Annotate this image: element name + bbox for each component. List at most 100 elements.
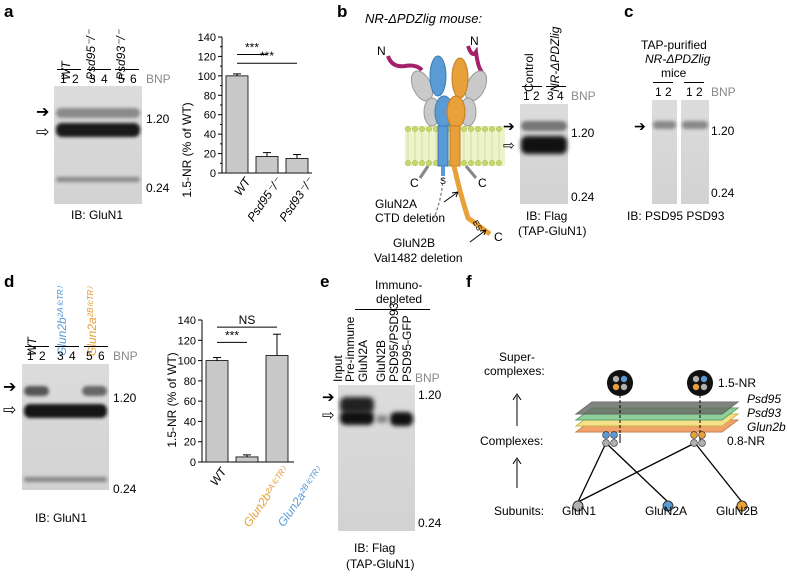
lane-group-underline bbox=[115, 69, 139, 70]
annotation-glun2b-val: Val1482 deletion bbox=[374, 251, 463, 265]
y-tick-label: 20 bbox=[204, 149, 216, 161]
lipid-head bbox=[461, 160, 467, 166]
y-tick-label: 20 bbox=[184, 437, 196, 449]
annotation-glun2a-ctd: CTD deletion bbox=[375, 211, 446, 225]
lipid-head bbox=[489, 126, 495, 132]
y-tick-label: 100 bbox=[178, 356, 196, 368]
supercomplex-1 bbox=[620, 383, 628, 391]
assembly-diagram bbox=[512, 370, 748, 512]
lane-number: 2 bbox=[696, 85, 703, 99]
panel-a-label: a bbox=[4, 2, 14, 21]
subunit-label: GluN1 bbox=[562, 504, 597, 518]
c-label: C bbox=[478, 176, 487, 190]
marker-label: 0.24 bbox=[418, 516, 442, 530]
filled-arrow-icon: ➔ bbox=[3, 379, 17, 396]
lipid-head bbox=[419, 160, 425, 166]
open-arrow-icon: ⇨ bbox=[3, 402, 17, 419]
chart-ylabel: 1.5-NR (% of WT) bbox=[165, 352, 179, 447]
bar bbox=[285, 158, 309, 174]
level-label-super: complexes: bbox=[484, 364, 545, 378]
complex-2a bbox=[602, 439, 610, 447]
lane-label: PSD95-GFP bbox=[400, 315, 414, 382]
y-tick-label: 80 bbox=[204, 90, 216, 102]
lane-label: Pre-immune bbox=[343, 316, 357, 382]
complex-2b bbox=[690, 431, 698, 439]
significance-label: *** bbox=[245, 40, 259, 54]
level-label-complexes: Complexes: bbox=[480, 434, 544, 448]
lipid-head bbox=[426, 160, 432, 166]
c-label: C bbox=[410, 176, 419, 190]
western-blot-image bbox=[54, 86, 142, 204]
annotation-arrows bbox=[443, 191, 487, 243]
panel-b-title: NR-ΔPDZlig mouse: bbox=[365, 11, 483, 26]
lipid-head bbox=[496, 160, 502, 166]
n-terminus-left bbox=[386, 55, 424, 72]
filled-arrow-icon: ➔ bbox=[634, 118, 646, 134]
y-tick-label: 140 bbox=[178, 315, 196, 327]
lipid-head bbox=[489, 160, 495, 166]
supercomplex-1 bbox=[620, 375, 628, 383]
bar-chart-a: 1.5-NR (% of WT) 020406080100120140*****… bbox=[180, 32, 312, 198]
lipid-head bbox=[461, 126, 467, 132]
bar bbox=[225, 75, 249, 174]
level-label-super: Super- bbox=[499, 350, 536, 364]
lane-group-underline bbox=[57, 69, 81, 70]
panel-e-header: depleted bbox=[376, 292, 423, 306]
layer-label-psd93: Psd93 bbox=[747, 406, 782, 420]
y-tick-label: 0 bbox=[210, 168, 216, 180]
complex-2b bbox=[698, 439, 706, 447]
lane-label: GluN2A bbox=[356, 339, 370, 382]
level-label-subunits: Subunits: bbox=[494, 504, 545, 518]
bar bbox=[255, 156, 279, 174]
annotation-glun2a: GluN2A bbox=[375, 197, 418, 211]
supercomplex-2 bbox=[700, 375, 708, 383]
chart-ylabel: 1.5-NR (% of WT) bbox=[180, 102, 194, 197]
panel-d-label: d bbox=[4, 272, 15, 291]
n-label: N bbox=[377, 44, 386, 58]
lane-number: 5 bbox=[86, 349, 93, 363]
significance-label: *** bbox=[260, 49, 274, 63]
lipid-head bbox=[475, 160, 481, 166]
y-tick-label: 100 bbox=[198, 71, 216, 83]
lipid-head bbox=[412, 126, 418, 132]
marker-label: 0.24 bbox=[113, 482, 137, 496]
lane-number: 1 bbox=[27, 349, 34, 363]
depleted-bracket bbox=[355, 309, 430, 310]
y-tick-label: 120 bbox=[198, 51, 216, 63]
supercomplex-2 bbox=[692, 375, 700, 383]
lipid-head bbox=[482, 126, 488, 132]
marker-label: 1.20 bbox=[418, 388, 442, 402]
western-blot-image bbox=[681, 100, 709, 204]
significance-label: *** bbox=[225, 328, 239, 342]
ib-label: IB: Flag bbox=[526, 209, 568, 223]
n-terminus-right bbox=[466, 45, 484, 74]
lane-number: 4 bbox=[557, 89, 564, 103]
lipid-head bbox=[405, 126, 411, 132]
receptor-diagram bbox=[386, 45, 505, 237]
complex-2b bbox=[690, 439, 698, 447]
bnp-label: BNP bbox=[711, 85, 736, 99]
layer-label-psd95: Psd95 bbox=[747, 392, 782, 406]
panel-c-title: TAP-purified bbox=[641, 38, 707, 52]
bar bbox=[205, 360, 229, 463]
lane-label: PSD95/PSD93 bbox=[387, 302, 401, 382]
y-tick-label: 80 bbox=[184, 376, 196, 388]
ib-label: IB: PSD95 PSD93 bbox=[627, 209, 725, 223]
lane-number: 1 bbox=[60, 72, 67, 86]
western-blot-image bbox=[22, 364, 109, 490]
supercomplex-2 bbox=[692, 383, 700, 391]
lipid-head bbox=[426, 126, 432, 132]
lane-group-underline bbox=[84, 346, 108, 347]
bnp-label: BNP bbox=[113, 349, 138, 363]
filled-arrow-icon: ➔ bbox=[36, 104, 50, 121]
lane-group-underline bbox=[684, 82, 704, 83]
lane-number: 2 bbox=[533, 89, 540, 103]
panel-c-title: NR-ΔPDZlig bbox=[645, 52, 711, 66]
open-arrow-icon: ⇨ bbox=[36, 124, 50, 141]
marker-label: 0.24 bbox=[571, 190, 595, 204]
subunit-label: GluN2B bbox=[716, 504, 759, 518]
lane-number: 4 bbox=[101, 72, 108, 86]
label-0-8-nr: 0.8-NR bbox=[727, 434, 766, 448]
lane-label: GluN2B bbox=[374, 339, 388, 382]
